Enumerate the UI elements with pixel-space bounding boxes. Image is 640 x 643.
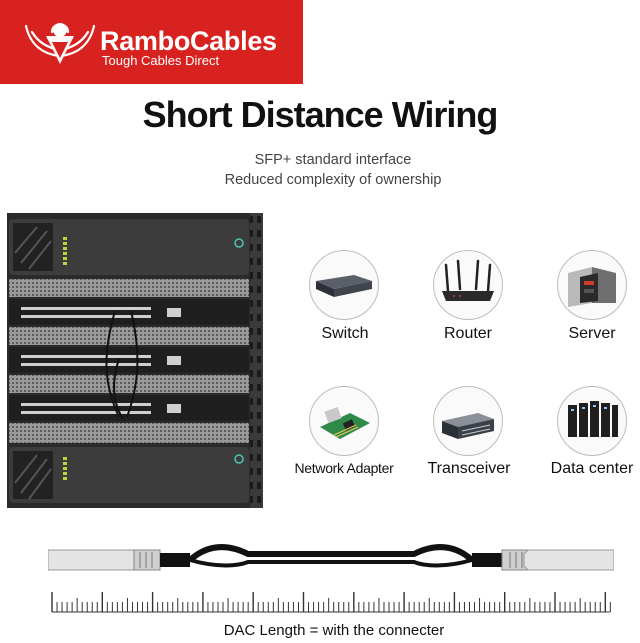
router-label: Router bbox=[443, 325, 493, 342]
transceiver-label: Transceiver bbox=[427, 460, 511, 477]
data-center-label: Data center bbox=[550, 460, 634, 477]
dac-cable-image bbox=[48, 544, 614, 571]
length-ruler bbox=[51, 592, 611, 613]
transceiver-icon bbox=[442, 413, 494, 439]
network-adapter-device bbox=[309, 386, 379, 456]
data-center-icon bbox=[568, 401, 618, 437]
router-device bbox=[433, 250, 503, 320]
rambo-logo-icon bbox=[24, 23, 96, 64]
switch-icon bbox=[316, 275, 372, 297]
brand-name: RamboCables bbox=[100, 26, 277, 56]
dac-length-caption: DAC Length = with the connecter bbox=[223, 622, 445, 639]
subtitle-ownership: Reduced complexity of ownership bbox=[224, 172, 442, 188]
subtitle-interface: SFP+ standard interface bbox=[254, 152, 412, 168]
page-title: Short Distance Wiring bbox=[142, 94, 499, 135]
router-icon bbox=[442, 259, 494, 301]
network-adapter-icon bbox=[320, 406, 370, 439]
transceiver-device bbox=[433, 386, 503, 456]
brand-tagline: Tough Cables Direct bbox=[102, 53, 220, 68]
switch-label: Switch bbox=[321, 325, 369, 342]
switch-device bbox=[309, 250, 379, 320]
server-icon bbox=[568, 267, 616, 307]
server-rack-image bbox=[7, 213, 263, 508]
network-adapter-label: Network Adapter bbox=[294, 460, 394, 476]
server-device bbox=[557, 250, 627, 320]
data-center-device bbox=[557, 386, 627, 456]
server-label: Server bbox=[568, 325, 616, 342]
